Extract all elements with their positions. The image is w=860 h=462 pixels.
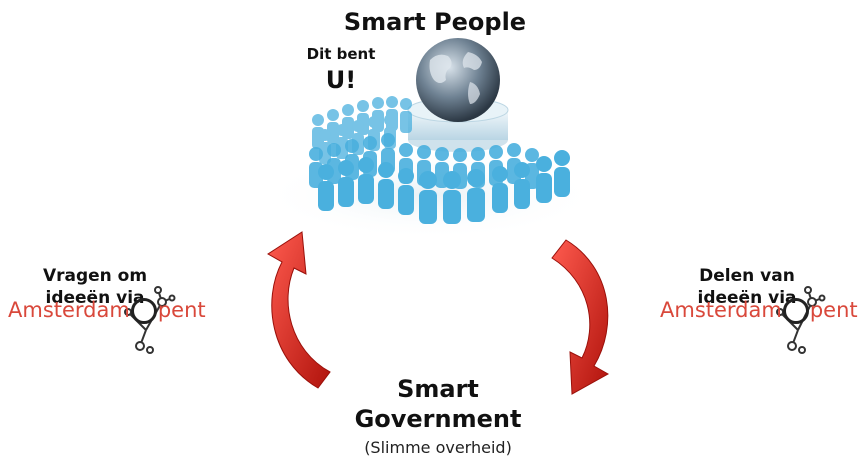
curved-arrow-down-icon (551, 239, 610, 395)
right-caption-line2: ideeën via (697, 288, 797, 308)
globe-icon (416, 38, 500, 122)
you-label-line2: U! (325, 66, 357, 94)
network-logo-icon (776, 286, 826, 354)
curved-arrow-up-icon (267, 231, 331, 389)
brand-suffix: pent (809, 298, 858, 322)
right-caption-line1: Delen van (699, 266, 795, 286)
left-caption: Vragen om ideeën via (20, 265, 170, 309)
left-caption-line1: Vragen om (42, 266, 148, 286)
brand-prefix: Amsterdam (660, 298, 782, 322)
smart-people-title: Smart People (343, 8, 527, 36)
brand-suffix: pent (157, 298, 206, 322)
brand-prefix: Amsterdam (8, 298, 130, 322)
left-caption-line2: ideeën via (45, 288, 145, 308)
smart-government-title-line1: Smart (397, 375, 479, 403)
you-label-line1: Dit bent (306, 45, 376, 63)
brand-o-icon (130, 298, 157, 324)
people-crowd-icon (309, 96, 570, 224)
right-caption: Delen van ideeën via (672, 265, 822, 309)
amsterdam-opent-logo-right: Amsterdam pent (660, 297, 858, 324)
smart-government-subtitle: (Slimme overheid) (364, 438, 512, 457)
brand-o-icon (782, 298, 809, 324)
smart-government-title-line2: Government (354, 405, 522, 433)
amsterdam-opent-logo-left: Amsterdam pent (8, 297, 206, 324)
